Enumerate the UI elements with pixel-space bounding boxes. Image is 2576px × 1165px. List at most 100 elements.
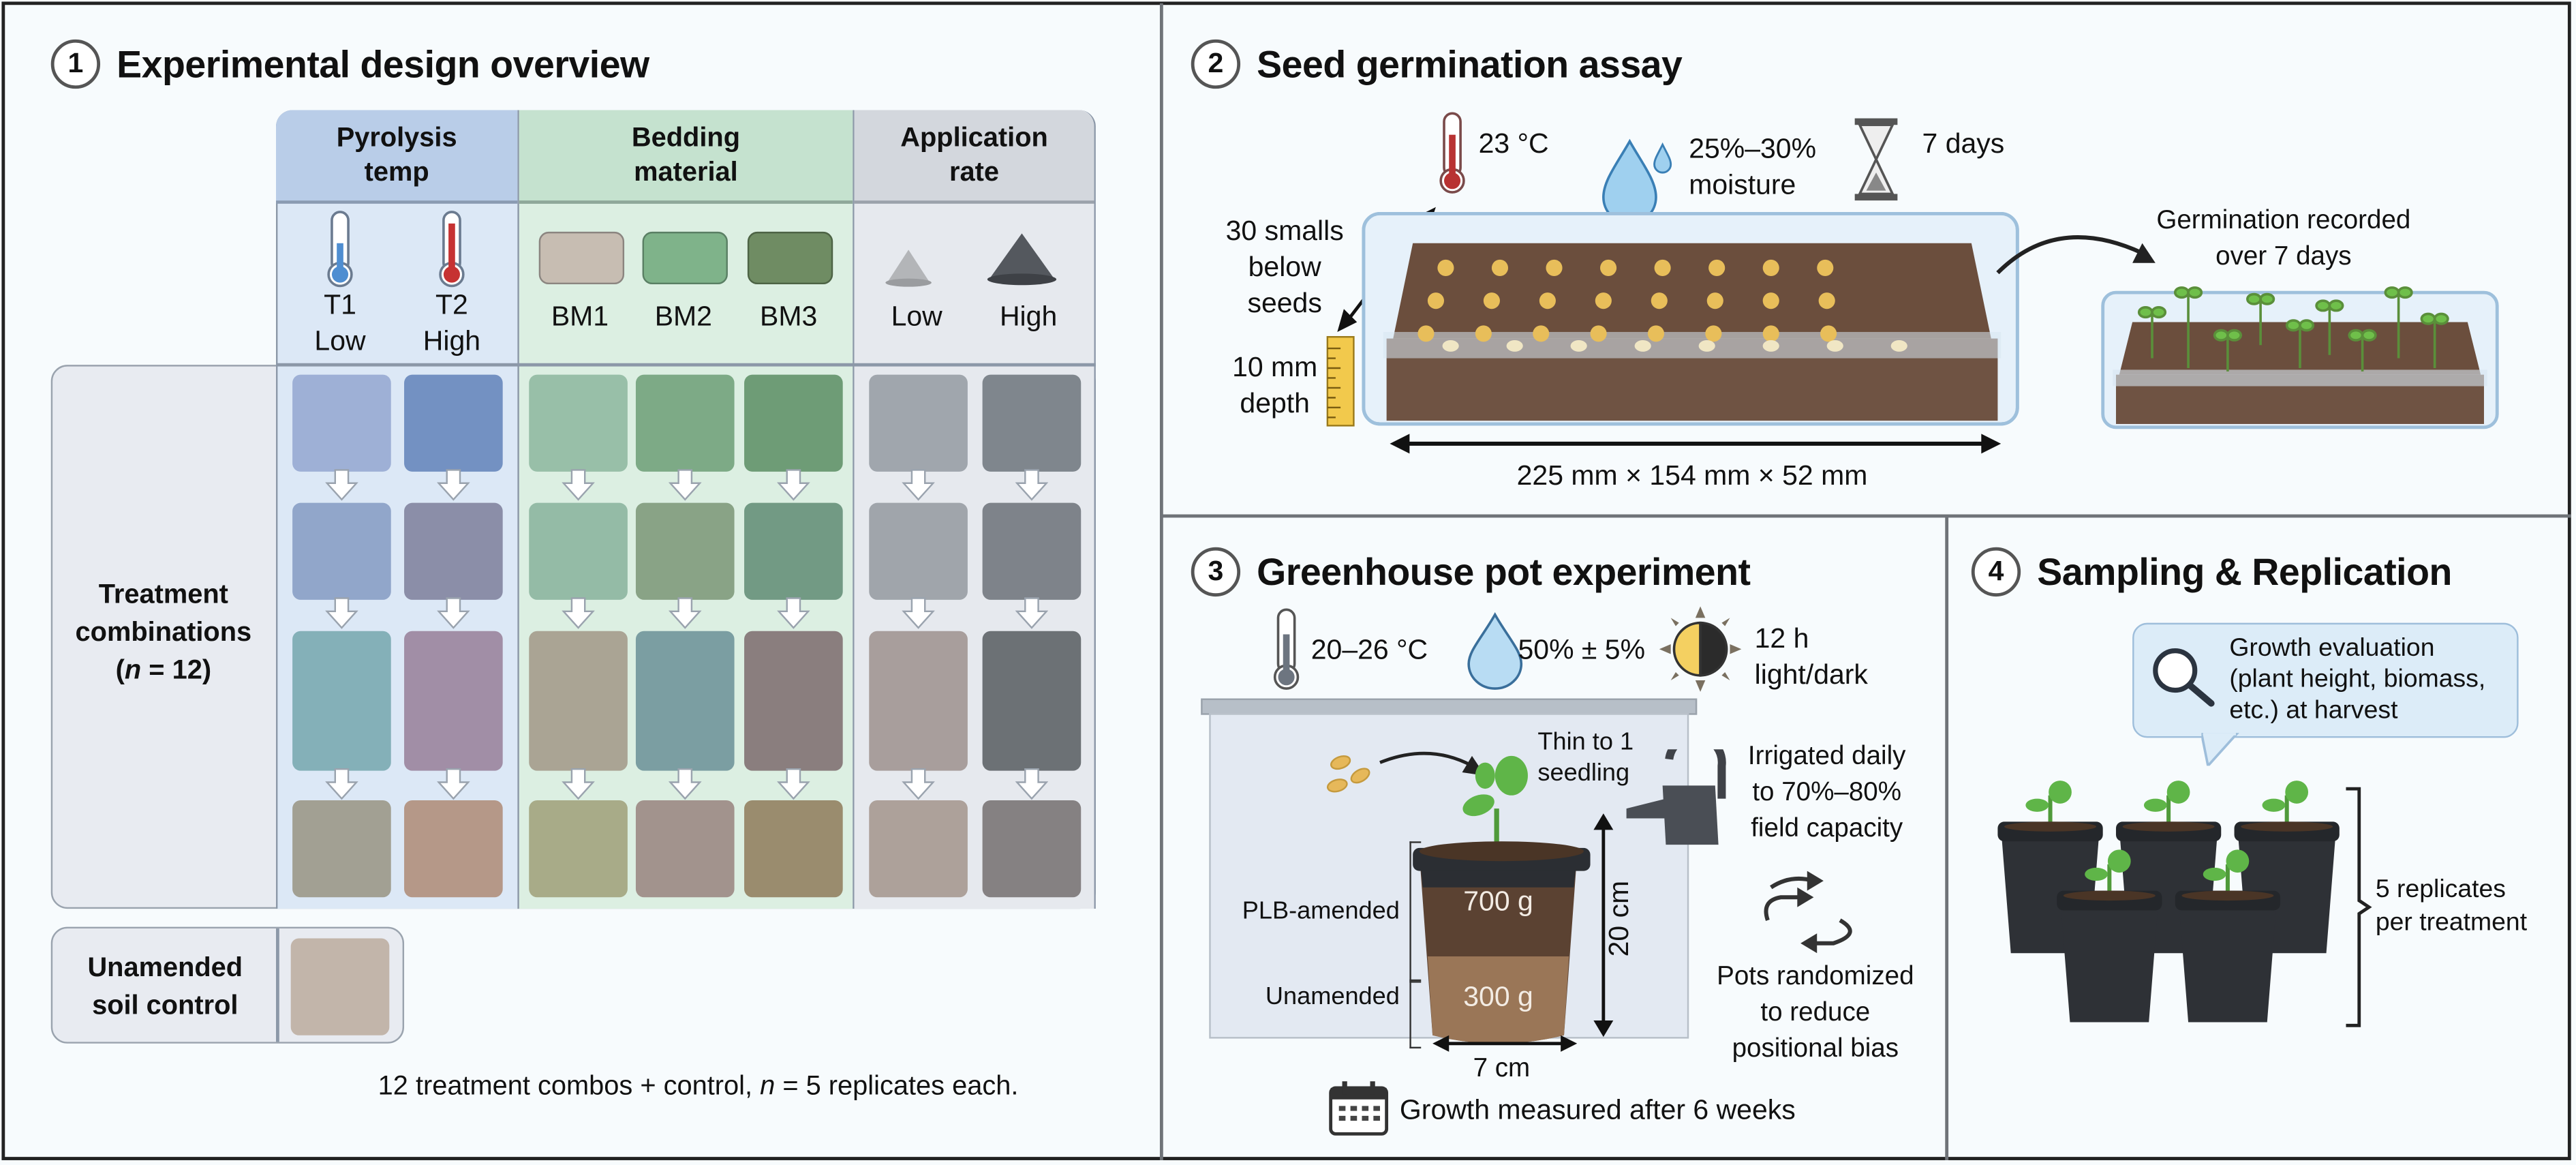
label-line: Treatment (98, 579, 228, 610)
water-drop-icon (1467, 611, 1523, 690)
treatment-swatch (404, 800, 503, 898)
evaluation-text: Growth evaluation (plant height, biomass… (2229, 633, 2485, 726)
header-line: Application (900, 122, 1048, 152)
powder-pile-small-icon (885, 249, 932, 287)
down-arrow-icon (902, 768, 935, 800)
eval-line: (plant height, biomass, (2229, 665, 2486, 694)
treatment-swatch (869, 631, 968, 771)
panel-number-badge: 4 (1971, 547, 2021, 597)
down-arrow-icon (902, 469, 935, 501)
seed (1417, 325, 1435, 342)
down-arrow-icon (325, 469, 358, 501)
randomization-label: Pots randomized to reduce positional bia… (1692, 960, 1939, 1068)
curved-arrow-icon (1996, 235, 2156, 275)
bedding-block-icon (538, 231, 625, 285)
replicates-label: 5 replicates per treatment (2376, 874, 2527, 939)
footnote-text: = 5 replicates each. (775, 1071, 1019, 1102)
treatment-swatch (292, 502, 391, 600)
replicates-line: 5 replicates (2375, 875, 2506, 904)
treatment-swatch (744, 374, 843, 472)
pot-with-seedling (1413, 755, 1591, 1044)
panel2-title: 2 Seed germination assay (1191, 39, 1683, 89)
ruler-icon (1326, 335, 1355, 427)
treatment-swatch (529, 631, 628, 771)
greenhouse-roof (1201, 698, 1698, 715)
seed (1654, 259, 1671, 276)
buried-seed (1442, 340, 1459, 352)
treatment-swatch (982, 800, 1082, 898)
greenhouse-temperature: 20–26 °C (1310, 634, 1428, 666)
label-line: soil control (92, 990, 239, 1021)
down-arrow-icon (1015, 768, 1049, 800)
tray-dimensions: 225 mm × 154 mm × 52 mm (1516, 459, 1868, 491)
panel-title: Sampling & Replication (2037, 549, 2452, 593)
level-desc: High (423, 325, 481, 357)
down-arrow-icon (777, 469, 810, 501)
seeds-to-seedling-arrow (1326, 751, 1486, 793)
label-line: combinations (75, 618, 252, 648)
width-dimension-arrow (1390, 434, 2002, 454)
treatment-swatch (982, 631, 1082, 771)
pot-with-plant (2057, 849, 2162, 1023)
treatment-swatch (292, 800, 391, 898)
level-bm1: BM1 (551, 301, 609, 332)
panel-title: Greenhouse pot experiment (1257, 549, 1751, 593)
level-desc: Low (314, 325, 366, 357)
control-swatch (290, 938, 390, 1035)
evaluation-callout (2132, 622, 2519, 738)
pot-height: 20 cm (1603, 880, 1635, 957)
treatment-swatch (529, 374, 628, 472)
down-arrow-icon (325, 597, 358, 629)
unamended-label: Unamended (1265, 982, 1400, 1011)
header-line: rate (949, 157, 1000, 187)
buried-seed (1890, 340, 1907, 352)
seed (1590, 325, 1607, 342)
panel1-title: 1 Experimental design overview (50, 39, 649, 89)
thermometer-icon (1273, 608, 1300, 690)
n-italic: n (760, 1071, 776, 1102)
down-arrow-icon (1015, 597, 1049, 629)
seed (1647, 325, 1665, 342)
down-arrow-icon (902, 597, 935, 629)
photoperiod-unit: light/dark (1754, 659, 1868, 691)
seed (1762, 292, 1779, 309)
treatment-swatch (744, 631, 843, 771)
seed (1600, 259, 1617, 276)
down-arrow-icon (562, 597, 595, 629)
unamended-mass: 300 g (1463, 981, 1533, 1012)
recorded-line: over 7 days (2215, 243, 2352, 271)
n-value: = 12) (141, 655, 212, 686)
level-code: T1 (324, 289, 356, 321)
moisture-value: 25%–30% (1689, 133, 1817, 165)
down-arrow-icon (669, 597, 702, 629)
down-arrow-icon (1015, 469, 1049, 501)
seeds-line: below seeds (1247, 251, 1322, 319)
treatment-swatch (635, 631, 735, 771)
panel1-footnote: 12 treatment combos + control, n = 5 rep… (247, 1068, 1150, 1104)
level-low: Low (891, 301, 942, 332)
seed (1437, 259, 1454, 276)
header-line: material (634, 157, 738, 187)
random-line: positional bias (1732, 1035, 1899, 1063)
seed (1427, 292, 1445, 309)
header-divider (275, 363, 1096, 366)
header-line: temp (364, 157, 429, 187)
thin-seedling-label: Thin to 1 seedling (1537, 727, 1634, 789)
treatment-swatch (404, 502, 503, 600)
down-arrow-icon (437, 597, 470, 629)
panel-number-badge: 1 (50, 39, 101, 89)
down-arrow-icon (562, 768, 595, 800)
buried-seed (1506, 340, 1523, 352)
down-arrow-icon (437, 469, 470, 501)
seed (1595, 292, 1612, 309)
seed (1475, 325, 1492, 342)
treatment-swatch (529, 800, 628, 898)
magnifier-icon (2153, 648, 2215, 707)
seed (1546, 259, 1563, 276)
calendar-icon (1329, 1081, 1389, 1136)
thermometer-cold-icon (327, 211, 353, 288)
germination-tray-seeds (1362, 211, 2019, 426)
watering-can-icon (1626, 749, 1726, 845)
